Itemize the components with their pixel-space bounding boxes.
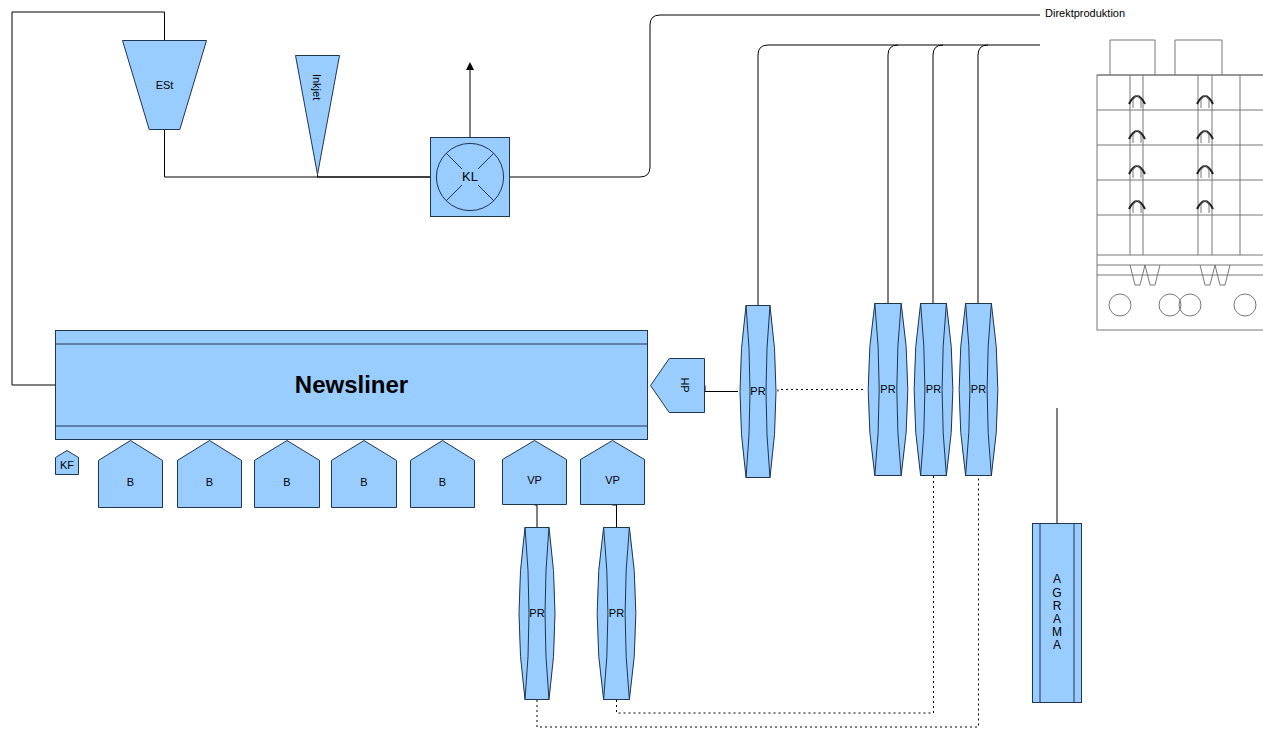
press-roll: PR — [738, 305, 778, 478]
feeder-b-outline — [98, 440, 163, 508]
inkjet-head: Inkjet — [295, 55, 340, 175]
pr-output-wire — [888, 45, 898, 303]
node-label: PR — [609, 607, 624, 619]
agrama-wire — [1057, 408, 1058, 523]
node-label: HP — [678, 378, 690, 393]
dotted-connector — [537, 476, 979, 727]
connector-line — [535, 505, 538, 527]
ejector-funnel: ESt — [122, 40, 207, 130]
press-roll: PR — [912, 303, 955, 476]
pre-feeder: VP — [580, 440, 645, 505]
newsliner-conveyor: Newsliner — [55, 330, 648, 440]
node-label: KF — [60, 459, 74, 471]
press-roll: PR — [517, 527, 557, 700]
pr-output-wire — [758, 45, 1040, 305]
pre-feeder-outline — [580, 440, 645, 505]
node-label: Inkjet — [311, 74, 323, 100]
press-roll: PR — [595, 527, 638, 700]
node-label: ESt — [156, 79, 174, 91]
connector-line — [705, 386, 738, 392]
cross-layer-unit: KL — [430, 137, 510, 217]
connector-line — [165, 130, 431, 177]
connector-line — [613, 505, 617, 527]
pr-output-wire — [933, 45, 943, 303]
pr-output-wire — [978, 45, 988, 303]
agrama-unit: AGRAMA — [1032, 523, 1082, 703]
feeder-b: B — [254, 440, 320, 508]
node-label: B — [439, 476, 446, 488]
node-label: PR — [926, 383, 941, 395]
node-label: B — [360, 476, 367, 488]
output-label: Direktproduktion — [1043, 7, 1127, 19]
node-label: PR — [880, 383, 895, 395]
feeder-b-outline — [254, 440, 320, 508]
node-label: VP — [605, 474, 620, 486]
kf-station: KF — [55, 450, 79, 475]
kl-exit-arrow — [470, 66, 471, 137]
feeder-b-outline — [410, 440, 475, 508]
main-feeder: HP — [650, 358, 705, 413]
feeder-b: B — [410, 440, 475, 508]
node-label: B — [127, 476, 134, 488]
pre-feeder-outline — [502, 440, 567, 505]
node-label: Newsliner — [295, 372, 408, 398]
node-label: VP — [527, 474, 542, 486]
node-label: B — [283, 476, 290, 488]
node-label: B — [206, 476, 213, 488]
node-label: PR — [750, 385, 765, 397]
node-label: PR — [971, 383, 986, 395]
dotted-connector — [617, 476, 934, 713]
feeder-b: B — [331, 440, 397, 508]
node-label: AGRAMA — [1051, 573, 1063, 652]
connector-line — [318, 175, 431, 177]
main-feeder-outline — [650, 358, 705, 413]
node-label: PR — [529, 607, 544, 619]
feeder-b-outline — [177, 440, 242, 508]
feeder-b: B — [177, 440, 242, 508]
press-roll: PR — [866, 303, 910, 476]
feeder-b: B — [98, 440, 163, 508]
kl-output-wire — [510, 15, 1040, 177]
pre-feeder: VP — [502, 440, 567, 505]
inkjet-head-outline — [295, 55, 340, 175]
node-label: KL — [459, 169, 481, 185]
press-roll: PR — [957, 303, 1000, 476]
feeder-b-outline — [331, 440, 397, 508]
building-illustration — [1097, 40, 1263, 330]
dotted-connector — [778, 390, 866, 392]
